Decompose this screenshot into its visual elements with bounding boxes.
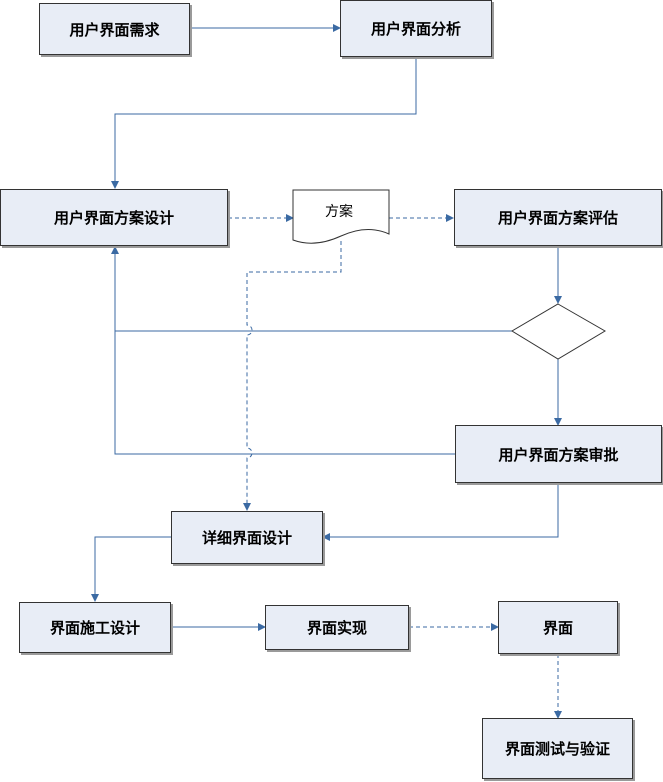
arrow-approval-to-detail (322, 483, 559, 541)
arrow-decision-to-design (111, 246, 512, 332)
node-scheme-eval: 用户界面方案评估 (454, 189, 662, 246)
node-ui: 界面 (498, 601, 618, 654)
node-scheme-approval: 用户界面方案审批 (455, 425, 662, 483)
node-analysis-label: 用户界面分析 (370, 20, 461, 38)
node-requirement-label: 用户界面需求 (69, 20, 160, 39)
node-construction-design: 界面施工设计 (19, 602, 171, 653)
node-implementation: 界面实现 (265, 605, 409, 650)
document-shape (292, 189, 390, 244)
node-detail-design-label: 详细界面设计 (201, 529, 292, 547)
node-test-verify-label: 界面测试与验证 (504, 740, 610, 758)
node-test-verify: 界面测试与验证 (482, 718, 633, 779)
arrow-doc-to-detail (243, 241, 342, 511)
decision-diamond (511, 303, 606, 360)
node-scheme-design-label: 用户界面方案设计 (53, 209, 174, 227)
arrow-detail-to-construction (91, 536, 171, 602)
arrow-analysis-to-scheme-design (111, 57, 417, 189)
node-requirement: 用户界面需求 (39, 3, 190, 55)
node-ui-label: 界面 (542, 619, 573, 637)
node-construction-design-label: 界面施工设计 (49, 619, 140, 637)
node-scheme-approval-label: 用户界面方案审批 (498, 445, 619, 464)
node-scheme-design: 用户界面方案设计 (0, 189, 228, 246)
node-implementation-label: 界面实现 (306, 619, 367, 637)
node-scheme-doc-label: 方案 (325, 204, 353, 220)
node-scheme-eval-label: 用户界面方案评估 (497, 209, 618, 227)
node-detail-design: 详细界面设计 (171, 511, 323, 564)
node-analysis: 用户界面分析 (340, 0, 492, 57)
line-approval-to-design (114, 331, 455, 455)
